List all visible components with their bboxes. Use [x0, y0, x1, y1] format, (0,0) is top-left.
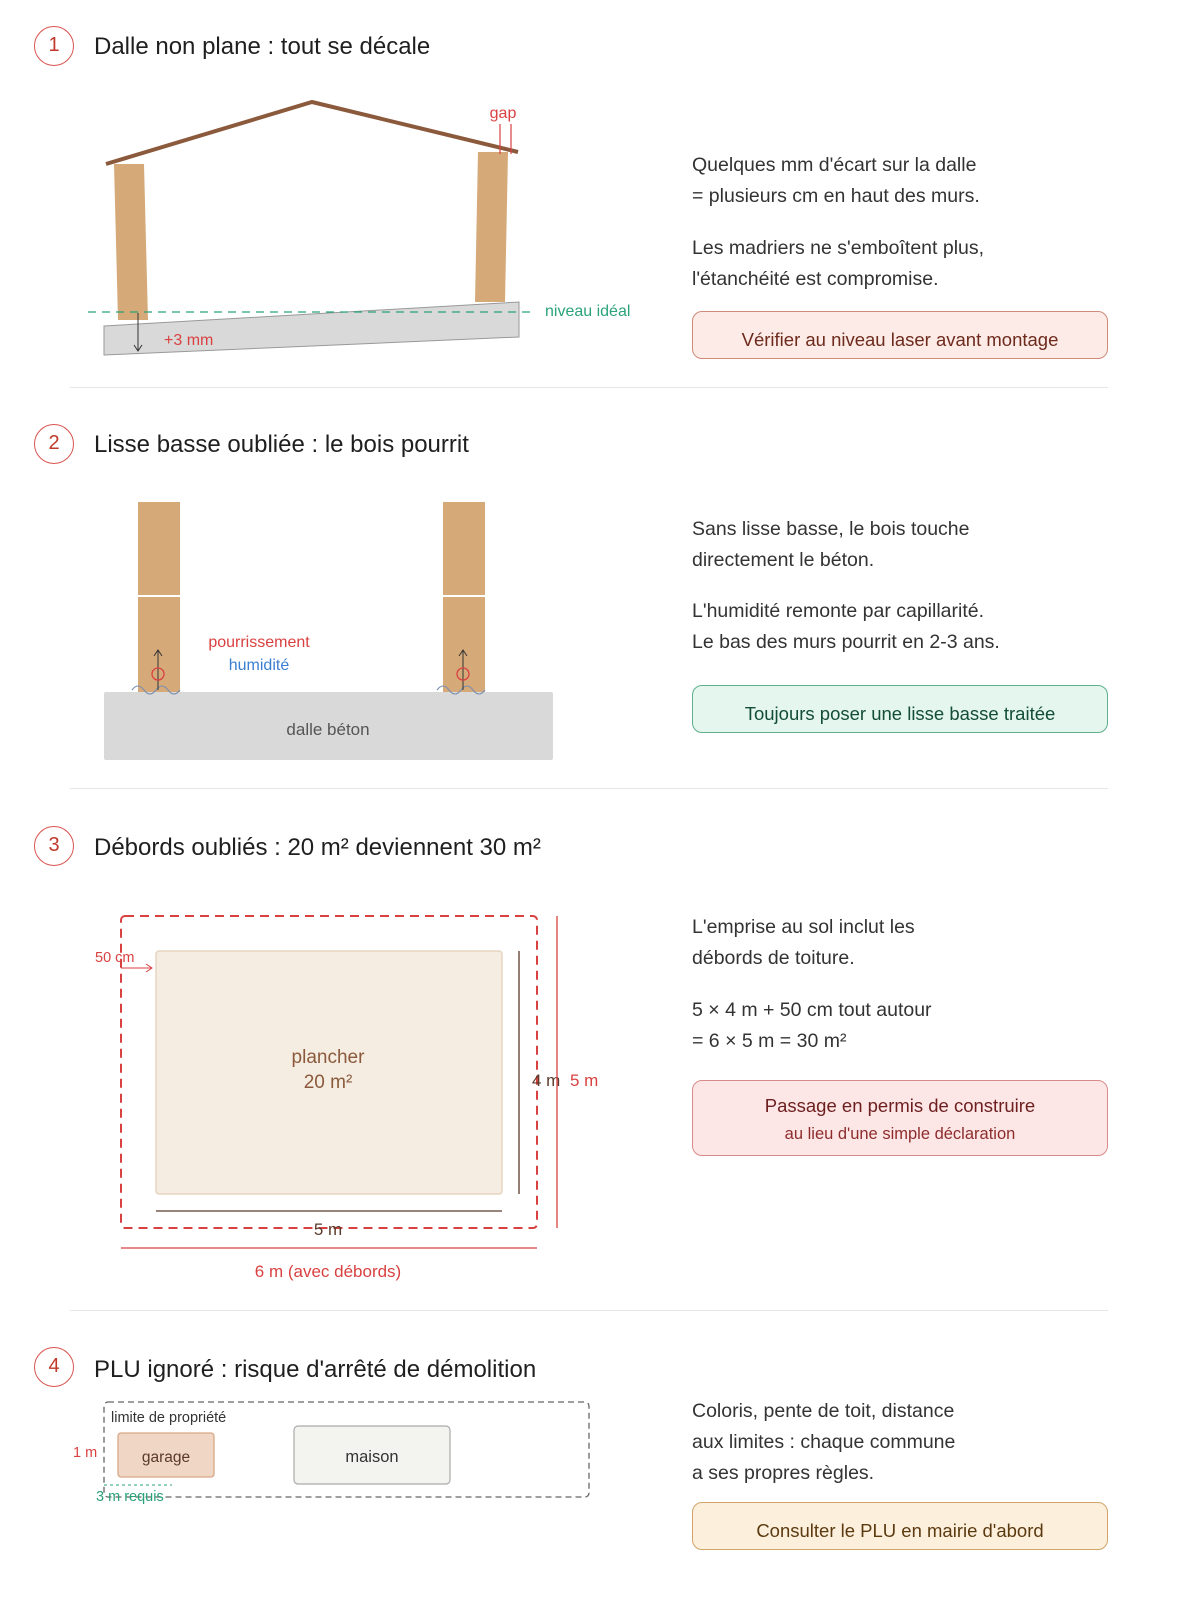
section-title: Débords oubliés : 20 m² deviennent 30 m²	[94, 834, 541, 861]
garage-box	[117, 1432, 215, 1478]
left-wall	[114, 164, 148, 320]
section-title: PLU ignoré : risque d'arrêté de démoliti…	[94, 1356, 537, 1383]
overhang-footprint	[120, 915, 538, 1229]
sill-plate-diagram: dalle béton pourrissement humidité	[104, 502, 553, 760]
left-wall-lower	[138, 597, 180, 692]
callout-building-permit: Passage en permis de construire au lieu …	[692, 1080, 1108, 1156]
outer-width-label: 6 m (avec débords)	[255, 1262, 401, 1281]
right-wall-lower	[443, 597, 485, 692]
callout-plu: Consulter le PLU en mairie d'abord	[692, 1502, 1108, 1550]
uneven-slab-diagram: gap niveau idéal +3 mm	[88, 99, 630, 356]
slab-label: dalle béton	[286, 720, 369, 739]
outer-height-label: 5 m	[570, 1071, 598, 1090]
divider	[70, 1310, 1108, 1311]
concrete-slab	[104, 692, 553, 760]
floor-rect	[155, 950, 503, 1195]
humidity-label: humidité	[229, 657, 290, 674]
overhang-label: 50 cm	[95, 950, 135, 966]
required-distance-label: 3 m requis	[96, 1489, 164, 1505]
right-wall-upper	[443, 502, 485, 595]
description-2: L'humidité remonte par capillarité. Le b…	[692, 600, 1000, 653]
moisture-left-icon	[131, 649, 181, 695]
section-title: Dalle non plane : tout se décale	[94, 33, 431, 60]
callout-sub: au lieu d'une simple déclaration	[784, 1125, 1016, 1143]
actual-distance-label: 1 m	[73, 1445, 97, 1461]
divider	[70, 387, 1108, 388]
house-label: maison	[345, 1448, 398, 1466]
rot-label: pourrissement	[208, 634, 310, 651]
description-2: 5 × 4 m + 50 cm tout autour = 6 × 5 m = …	[692, 999, 932, 1052]
moisture-right-icon	[436, 649, 486, 695]
step-number: 4	[34, 1347, 74, 1387]
gap-label: gap	[490, 105, 517, 122]
description-1: Coloris, pente de toit, distance aux lim…	[692, 1400, 956, 1484]
boundary-label: limite de propriété	[111, 1410, 226, 1426]
overhang-footprint-diagram: plancher 20 m² 50 cm 4 m 5 m 5 m 6 m (av…	[95, 915, 598, 1281]
description-1: L'emprise au sol inclut les débords de t…	[692, 916, 915, 969]
roof	[105, 99, 519, 166]
step-number: 3	[34, 826, 74, 866]
inner-width-label: 5 m	[314, 1220, 342, 1239]
description-1: Quelques mm d'écart sur la dalle = plusi…	[692, 154, 980, 207]
callout-sill-plate: Toujours poser une lisse basse traitée	[692, 685, 1108, 733]
section-title: Lisse basse oubliée : le bois pourrit	[94, 431, 469, 458]
floor-area: 20 m²	[304, 1072, 353, 1093]
floor-label: plancher	[292, 1047, 366, 1068]
inner-height-label: 4 m	[532, 1071, 560, 1090]
slab	[103, 301, 520, 356]
garage-label: garage	[142, 1449, 190, 1466]
step-number: 1	[34, 26, 74, 66]
step-number: 2	[34, 424, 74, 464]
plu-setback-diagram: limite de propriété garage maison 1 m 3 …	[73, 1401, 590, 1505]
description-1: Sans lisse basse, le bois touche directe…	[692, 518, 970, 571]
description-2: Les madriers ne s'emboîtent plus, l'étan…	[692, 237, 985, 290]
house-box	[293, 1425, 451, 1485]
left-wall-upper	[138, 502, 180, 595]
level-label: niveau idéal	[545, 303, 630, 320]
callout-main: Passage en permis de construire	[764, 1095, 1036, 1116]
property-boundary	[103, 1401, 590, 1498]
right-wall	[475, 152, 508, 302]
divider	[70, 788, 1108, 789]
offset-label: +3 mm	[164, 332, 213, 349]
callout-laser-level: Vérifier au niveau laser avant montage	[692, 311, 1108, 359]
